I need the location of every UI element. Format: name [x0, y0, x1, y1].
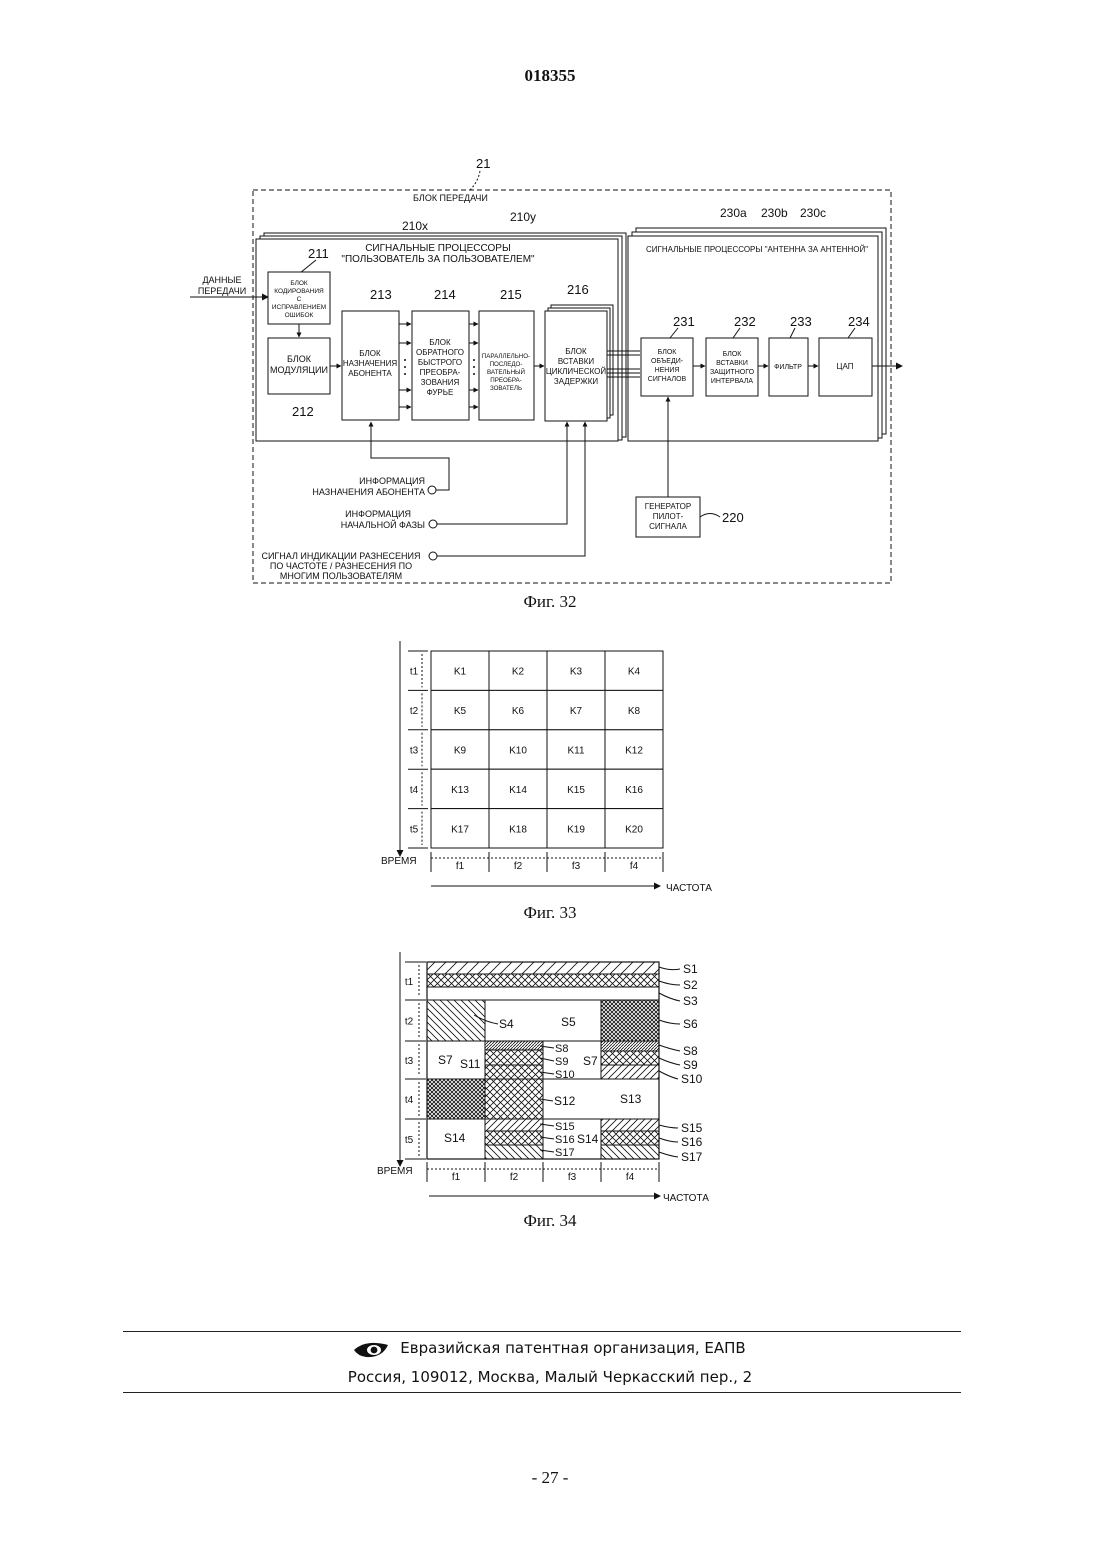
- signal-s15-f2: [485, 1119, 543, 1131]
- footer-organization: Евразийская патентная организация, ЕАПВ: [0, 1339, 1100, 1357]
- col-label: f1: [452, 1172, 461, 1183]
- label-s14-inner: S14: [577, 1132, 599, 1146]
- row-label: t4: [405, 1095, 414, 1106]
- label-s16-inner: S16: [555, 1134, 575, 1146]
- label-s5: S5: [561, 1015, 576, 1029]
- row-label: t3: [405, 1056, 414, 1067]
- page-number: - 27 -: [0, 1468, 1100, 1488]
- signal-s11-dense: [427, 1079, 485, 1119]
- signal-s6: [601, 1000, 659, 1041]
- footer-top-rule: [123, 1331, 961, 1332]
- signal-s3: [427, 987, 659, 1000]
- figure-34-caption: Фиг. 34: [0, 1211, 1100, 1231]
- signal-s2: [427, 974, 659, 987]
- signal-s8-f2: [485, 1041, 543, 1050]
- fig34-time-axis-label: ВРЕМЯ: [377, 1166, 413, 1177]
- signal-s11-f2: [485, 1065, 543, 1079]
- signal-s1: [427, 962, 659, 974]
- signal-s12: [485, 1079, 543, 1119]
- signal-s4: [427, 1000, 485, 1041]
- label-s17-inner: S17: [555, 1147, 575, 1159]
- col-label: f2: [510, 1172, 519, 1183]
- row-label: t2: [405, 1017, 414, 1028]
- label-s2: S2: [683, 978, 698, 992]
- label-s7: S7: [438, 1053, 453, 1067]
- footer-address: Россия, 109012, Москва, Малый Черкасский…: [0, 1368, 1100, 1386]
- label-s15: S15: [681, 1121, 703, 1135]
- footer-organization-text: Евразийская патентная организация, ЕАПВ: [400, 1339, 745, 1357]
- footer-bottom-rule: [123, 1392, 961, 1393]
- row-label: t5: [405, 1135, 414, 1146]
- signal-s10-f4: [601, 1065, 659, 1079]
- col-label: f4: [626, 1172, 635, 1183]
- signal-s8-f4: [601, 1041, 659, 1051]
- col-label: f3: [568, 1172, 577, 1183]
- signal-s9-f4: [601, 1051, 659, 1065]
- signal-s16-f4: [601, 1131, 659, 1145]
- signal-s9-f2: [485, 1050, 543, 1065]
- label-s10-inner: S10: [555, 1069, 575, 1081]
- label-s6: S6: [683, 1017, 698, 1031]
- signal-s16-f2: [485, 1131, 543, 1145]
- label-s17: S17: [681, 1150, 703, 1164]
- label-s13: S13: [620, 1092, 642, 1106]
- signal-s17-f4: [601, 1145, 659, 1159]
- label-s8-inner: S8: [555, 1043, 568, 1055]
- label-s4: S4: [499, 1017, 514, 1031]
- label-s14: S14: [444, 1131, 466, 1145]
- figure-34-signal-allocation: ЧАСТОТА ВРЕМЯ t1 t2 t3 t4 t5 f1 f2 f3 f4 S1 S2 S…: [0, 0, 1100, 1240]
- fig34-freq-axis-label: ЧАСТОТА: [663, 1193, 709, 1204]
- label-s10: S10: [681, 1072, 703, 1086]
- label-s12: S12: [554, 1094, 576, 1108]
- label-s11: S11: [460, 1057, 481, 1071]
- signal-s17-f2: [485, 1145, 543, 1159]
- row-label: t1: [405, 977, 414, 988]
- label-s9-inner: S9: [555, 1056, 568, 1068]
- label-s1: S1: [683, 962, 698, 976]
- signal-s15-f4: [601, 1119, 659, 1131]
- label-s7-inner: S7: [583, 1054, 598, 1068]
- label-s8: S8: [683, 1044, 698, 1058]
- label-s9: S9: [683, 1058, 698, 1072]
- label-s16: S16: [681, 1135, 703, 1149]
- label-s3: S3: [683, 994, 698, 1008]
- label-s15-inner: S15: [555, 1121, 575, 1133]
